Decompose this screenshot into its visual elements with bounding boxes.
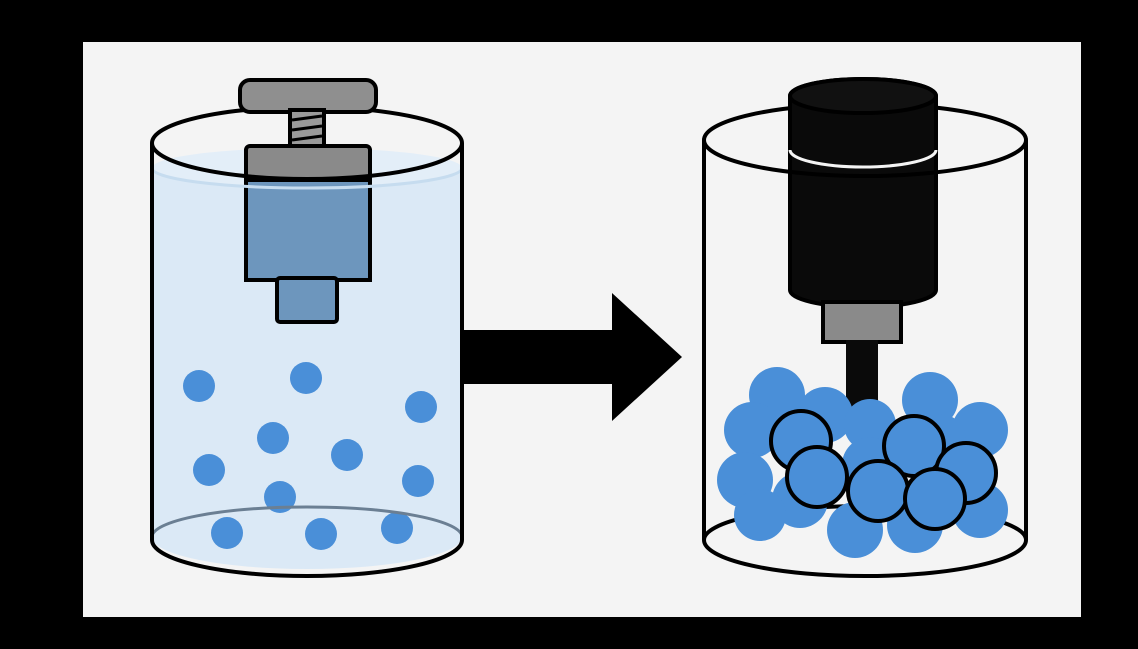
- particle: [402, 465, 434, 497]
- left-rim-front: [150, 142, 464, 181]
- right-base: [702, 539, 1028, 578]
- particle: [183, 370, 215, 402]
- particle: [305, 518, 337, 550]
- right-rim-front: [702, 139, 1028, 178]
- stirrer-icon: [238, 78, 378, 324]
- particle: [331, 439, 363, 471]
- dispersed-particles: [183, 362, 437, 550]
- outlined-particles: [769, 409, 998, 531]
- left-beaker: [150, 78, 464, 578]
- particle: [405, 391, 437, 423]
- particle: [193, 454, 225, 486]
- particle: [381, 512, 413, 544]
- right-beaker: [702, 77, 1028, 578]
- left-liquid-line: [150, 167, 464, 190]
- particle: [903, 467, 967, 531]
- particle: [290, 362, 322, 394]
- arrow-right-icon: [462, 293, 682, 421]
- particle: [785, 445, 849, 509]
- left-base: [150, 539, 464, 578]
- particle: [211, 517, 243, 549]
- particle: [264, 481, 296, 513]
- left-bottom-back: [150, 505, 464, 538]
- particle: [257, 422, 289, 454]
- particle: [846, 459, 910, 523]
